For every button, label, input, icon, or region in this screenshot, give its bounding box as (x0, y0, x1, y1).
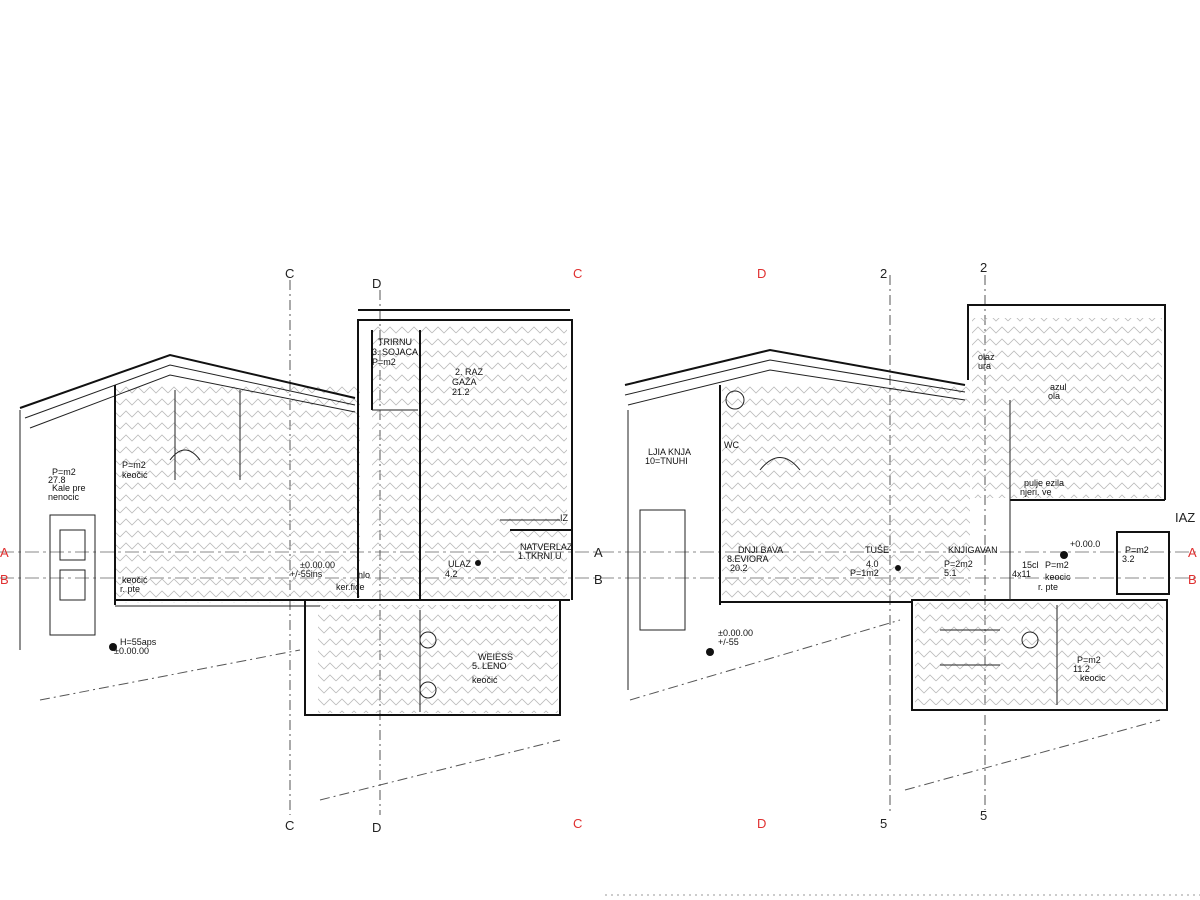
room-label: ola (1048, 391, 1060, 401)
room-label: 5. LENO (472, 661, 507, 671)
section-mark-d: D (372, 820, 381, 835)
room-label: r. pte (1038, 582, 1058, 592)
room-label: 21.2 (452, 387, 470, 397)
room-label: LJIA KNJA (648, 447, 691, 457)
room-label: 4.0 (866, 559, 879, 569)
level-label: +/-55 (718, 637, 739, 647)
level-label: H=55aps (120, 637, 157, 647)
level-label: ±0.00.00 (300, 560, 335, 570)
room-label: keočić (472, 675, 498, 685)
room-label: 15cl (1022, 560, 1039, 570)
level-label: ±0.00.00 (718, 628, 753, 638)
section-mark-5: 5 (880, 816, 887, 831)
room-label: keočić (122, 575, 148, 585)
room-label: P=m2 (52, 467, 76, 477)
room-label: NATVERLAZ (520, 542, 573, 552)
section-marks: A B A B A B C D C D C C D D 2 2 5 5 (0, 260, 1197, 835)
section-mark-c: C (573, 816, 582, 831)
room-label: 5.1 (944, 568, 957, 578)
section-mark-c: C (285, 818, 294, 833)
room-label: WC (724, 440, 739, 450)
room-label: IAZ (1175, 510, 1195, 525)
section-mark-b: B (594, 572, 603, 587)
room-label: TRIRNU (378, 337, 412, 347)
room-label: 4x11 (1012, 569, 1031, 579)
room-label: P=m2 (1045, 560, 1069, 570)
room-label: 27.8 (48, 475, 66, 485)
room-label: 3.2 (1122, 554, 1135, 564)
level-label: ±0.00.00 (114, 646, 149, 656)
section-mark-d: D (372, 276, 381, 291)
room-label: ULAZ (448, 559, 472, 569)
room-label: GAŽA (452, 377, 477, 387)
room-label: keocic (1045, 572, 1071, 582)
room-label: P=m2 (1077, 655, 1101, 665)
room-label: IZ (560, 513, 569, 523)
room-label: 8.EVIORA (727, 554, 769, 564)
section-mark-5: 5 (980, 808, 987, 823)
room-label: WEIESS (478, 652, 513, 662)
room-label: njeri. ve (1020, 487, 1052, 497)
section-mark-d: D (757, 266, 766, 281)
room-label: P=m2 (1125, 545, 1149, 555)
room-label: nenocic (48, 492, 80, 502)
room-label: keočić (122, 470, 148, 480)
room-label: P=m2 (122, 460, 146, 470)
ground-floor-labels: TRIRNU 3. SOJACA P=m2 2. RAZ GAŽA 21.2 P… (48, 337, 573, 685)
section-mark-c: C (573, 266, 582, 281)
room-label: 20.2 (730, 563, 748, 573)
room-label: P=1m2 (850, 568, 879, 578)
room-label: 4.2 (445, 569, 458, 579)
section-mark-2: 2 (880, 266, 887, 281)
first-floor-plan (624, 304, 1170, 791)
room-label: P=m2 (372, 357, 396, 367)
room-label: 1.TKRNI U (518, 551, 562, 561)
section-mark-d: D (757, 816, 766, 831)
room-label: r. pte (120, 584, 140, 594)
section-mark-2: 2 (980, 260, 987, 275)
section-mark-a: A (1188, 545, 1197, 560)
room-label: ura (978, 361, 991, 371)
room-label: pulje ezila (1024, 478, 1064, 488)
room-label: olaz (978, 352, 995, 362)
room-label: ker.fice (336, 582, 365, 592)
section-mark-a: A (0, 545, 9, 560)
section-mark-b: B (1188, 572, 1197, 587)
room-label: DNJI BAVA (738, 545, 783, 555)
level-label: +0.00.0 (1070, 539, 1100, 549)
section-mark-c: C (285, 266, 294, 281)
room-label: 11.2 (1073, 664, 1090, 674)
ground-floor-plan (19, 309, 573, 801)
section-mark-a: A (594, 545, 603, 560)
room-label: 2. RAZ (455, 367, 484, 377)
room-label: 3. SOJACA (372, 347, 418, 357)
room-label: azul (1050, 382, 1067, 392)
section-mark-b: B (0, 572, 9, 587)
room-label: P=2m2 (944, 559, 973, 569)
room-label: 10=TNUHI (645, 456, 688, 466)
room-label: TUŠE (865, 545, 889, 555)
first-floor-labels: LJIA KNJA 10=TNUHI WC DNJI BAVA 8.EVIORA… (645, 352, 1195, 683)
room-label: nlo (358, 570, 370, 580)
room-label: keocic (1080, 673, 1106, 683)
room-label: Kale pre (52, 483, 86, 493)
level-label: +/-55ins (290, 569, 323, 579)
room-label: KNJIGAVAN (948, 545, 998, 555)
